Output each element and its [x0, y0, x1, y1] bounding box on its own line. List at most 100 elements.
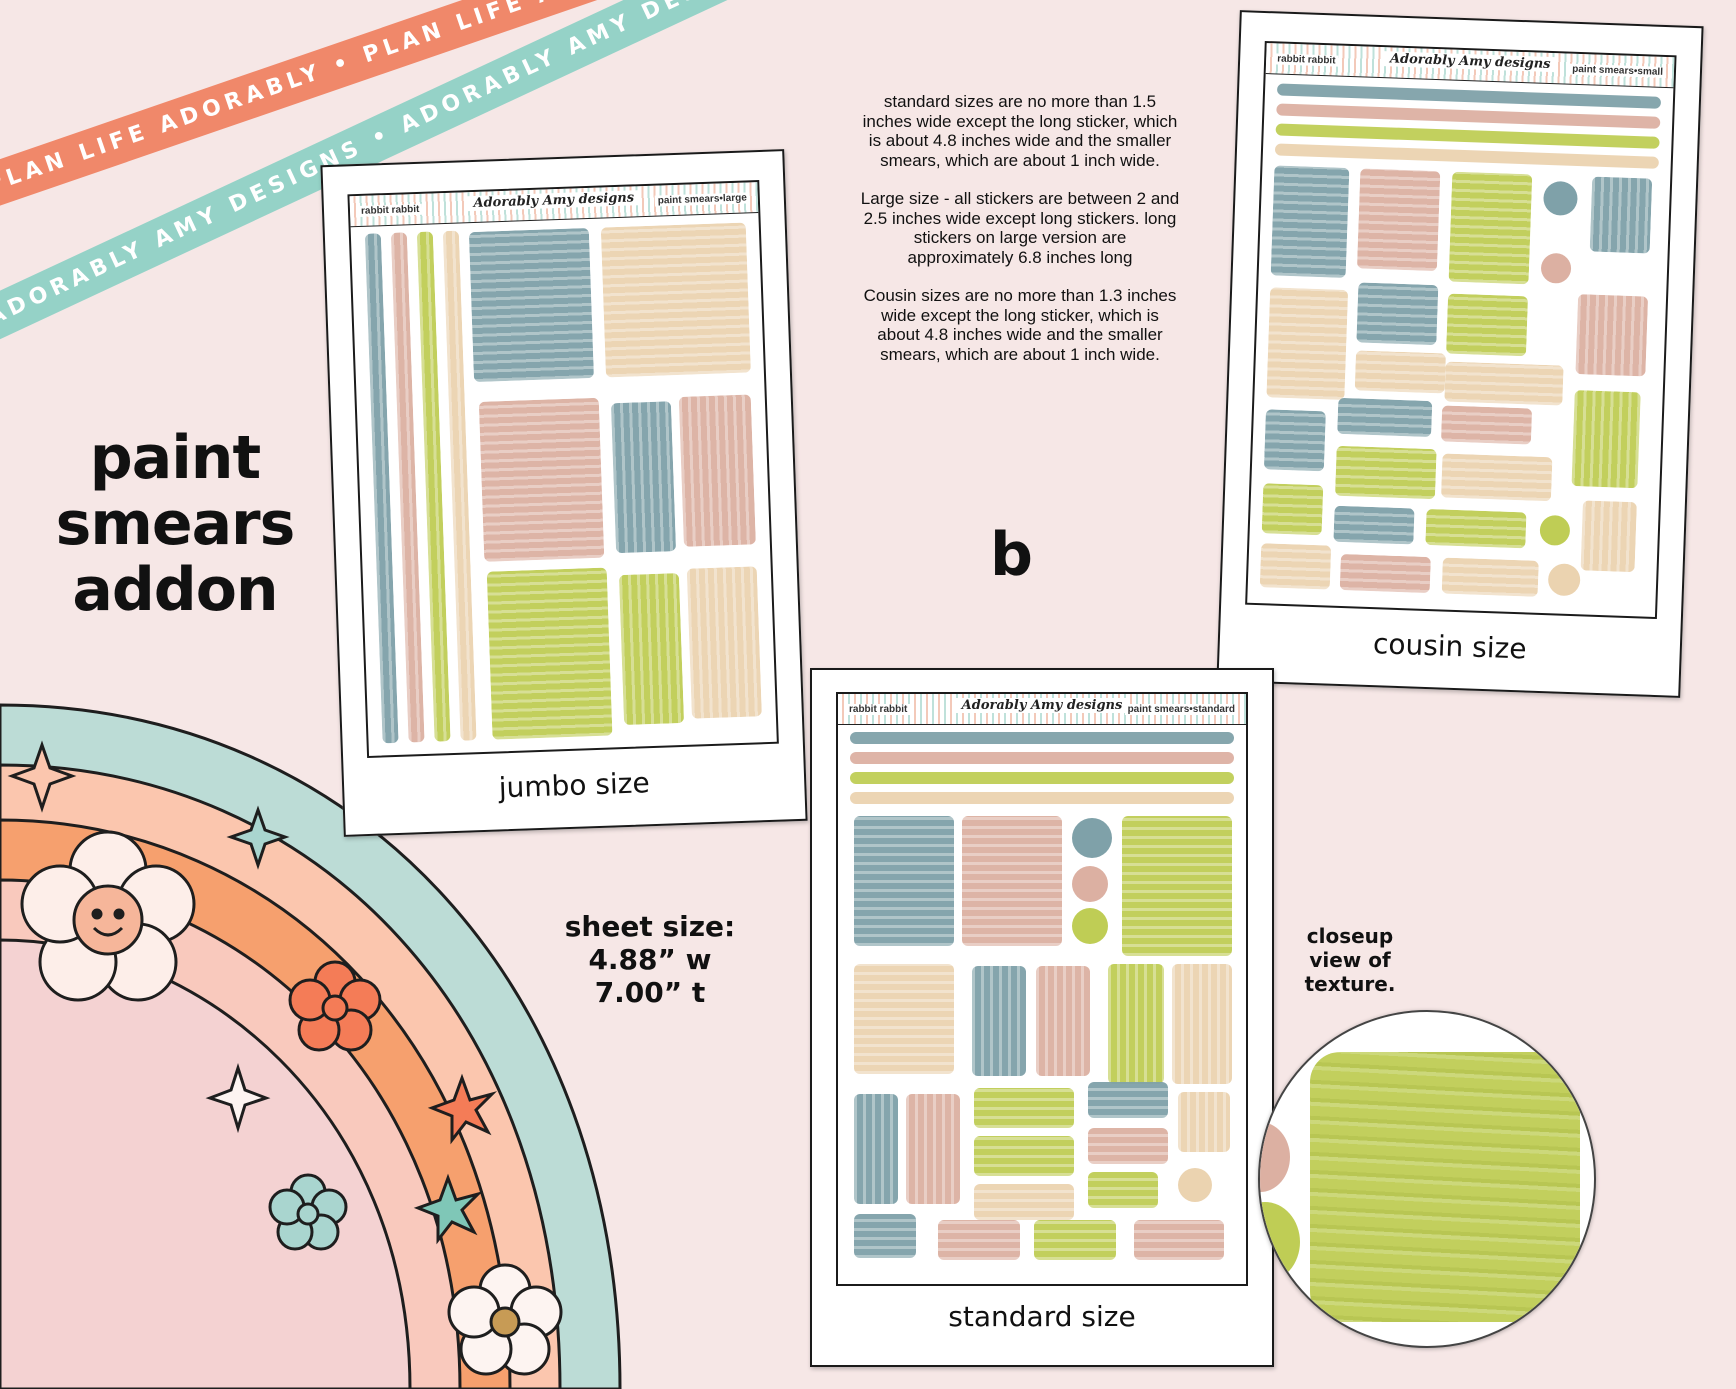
smear — [1088, 1082, 1168, 1118]
smear — [1337, 397, 1433, 438]
smear — [1589, 176, 1653, 254]
smear — [854, 964, 954, 1074]
smear — [1446, 293, 1529, 357]
smear — [1034, 1220, 1116, 1260]
smear-dot — [1542, 180, 1579, 216]
texture-smear — [1310, 1052, 1580, 1322]
sparkle-icon — [226, 805, 290, 870]
teal-flower-icon — [268, 1173, 348, 1251]
smear — [974, 1184, 1074, 1220]
smear — [1266, 287, 1349, 400]
smear — [468, 227, 595, 383]
standard-size-info: standard sizes are no more than 1.5 inch… — [862, 92, 1178, 170]
large-size-info: Large size - all stickers are between 2 … — [860, 189, 1180, 267]
smear — [1441, 557, 1539, 597]
texture-smear-dot — [1260, 1122, 1290, 1192]
size-caption: standard size — [948, 1300, 1136, 1333]
closeup-label: closeup view of texture. — [1290, 924, 1410, 996]
smear — [850, 792, 1234, 804]
smear — [962, 816, 1062, 946]
smear — [1356, 168, 1441, 272]
smear — [1178, 1092, 1230, 1152]
smear — [1108, 964, 1164, 1084]
jumbo-sticker-sheet: rabbit rabbit Adorably Amy designs paint… — [347, 179, 779, 759]
smear — [678, 394, 756, 547]
sheet-variant: paint smears•small — [1569, 63, 1667, 79]
smear-dot — [1539, 514, 1571, 546]
sheet-label: rabbit rabbit — [846, 704, 911, 715]
smear — [974, 1088, 1074, 1128]
closeup-line: closeup — [1306, 924, 1394, 948]
smear — [1261, 483, 1324, 536]
smear — [1263, 409, 1326, 472]
closeup-line: view of — [1309, 948, 1391, 972]
sheet-size-text: sheet size: 4.88” w 7.00” t — [560, 910, 740, 1009]
standard-sticker-sheet: rabbit rabbit Adorably Amy designs paint… — [836, 692, 1248, 1286]
product-title: paint smears addon — [40, 425, 310, 623]
sheet-header: rabbit rabbit Adorably Amy designs paint… — [349, 182, 759, 228]
smear-dot — [1072, 818, 1112, 858]
smear — [850, 772, 1234, 784]
brand-logo: Adorably Amy designs — [467, 190, 641, 212]
size-caption: cousin size — [1372, 627, 1528, 666]
smear-dot — [1072, 908, 1108, 944]
smear — [1122, 816, 1232, 956]
smear — [610, 401, 677, 554]
smear-dot — [1072, 866, 1108, 902]
sheet-header: rabbit rabbit Adorably Amy designs paint… — [838, 694, 1246, 725]
white-flower-icon — [447, 1263, 563, 1376]
smear — [854, 816, 954, 946]
texture-smear-dot — [1260, 1202, 1300, 1282]
smear — [1270, 165, 1350, 278]
jumbo-size-card: rabbit rabbit Adorably Amy designs paint… — [320, 149, 808, 837]
size-caption: jumbo size — [498, 766, 651, 805]
smear-dot — [1540, 252, 1572, 284]
smear — [1134, 1220, 1224, 1260]
sheet-header: rabbit rabbit Adorably Amy designs paint… — [1265, 43, 1675, 89]
cousin-size-info: Cousin sizes are no more than 1.3 inches… — [863, 286, 1177, 364]
smear — [850, 732, 1234, 744]
sheet-variant: paint smears•standard — [1124, 704, 1238, 715]
smear — [1580, 500, 1637, 573]
size-info-text: standard sizes are no more than 1.5 inch… — [860, 92, 1180, 383]
smear — [618, 573, 685, 726]
smear — [1354, 350, 1447, 394]
sparkle-icon — [7, 740, 77, 813]
title-line: paint — [89, 423, 261, 493]
title-line: addon — [72, 555, 278, 625]
smear — [1440, 405, 1533, 445]
sheet-label: rabbit rabbit — [1273, 53, 1339, 67]
smear — [1571, 390, 1641, 489]
sheet-label: rabbit rabbit — [357, 203, 423, 218]
rainbow-illustration — [0, 703, 622, 1389]
smear — [1440, 453, 1553, 502]
smear — [600, 222, 751, 378]
title-line: smears — [55, 489, 296, 559]
smear — [1339, 553, 1431, 594]
smear — [1334, 445, 1437, 500]
smear — [1172, 964, 1232, 1084]
star-icon — [427, 1073, 498, 1145]
sheet-size-height: 7.00” t — [594, 976, 706, 1009]
smear — [1448, 171, 1533, 285]
smear — [972, 966, 1026, 1076]
smear — [854, 1214, 916, 1258]
variant-letter: b — [990, 520, 1033, 590]
smear — [1274, 143, 1660, 169]
smear — [1259, 543, 1332, 590]
cousin-sticker-sheet: rabbit rabbit Adorably Amy designs paint… — [1245, 40, 1677, 620]
brand-logo: Adorably Amy designs — [1383, 51, 1557, 73]
smear — [974, 1136, 1074, 1176]
closeup-line: texture. — [1304, 972, 1396, 996]
texture-closeup — [1258, 1010, 1596, 1348]
sparkle-icon — [205, 1063, 271, 1134]
smear — [478, 397, 605, 562]
smear — [850, 752, 1234, 764]
smear — [1333, 505, 1415, 545]
smear — [938, 1220, 1020, 1260]
smear — [1088, 1128, 1168, 1164]
orange-flower-icon — [288, 960, 382, 1052]
smear — [854, 1094, 898, 1204]
sheet-size-width: 4.88” w — [588, 943, 712, 976]
smiley-flower-icon — [20, 830, 196, 1002]
